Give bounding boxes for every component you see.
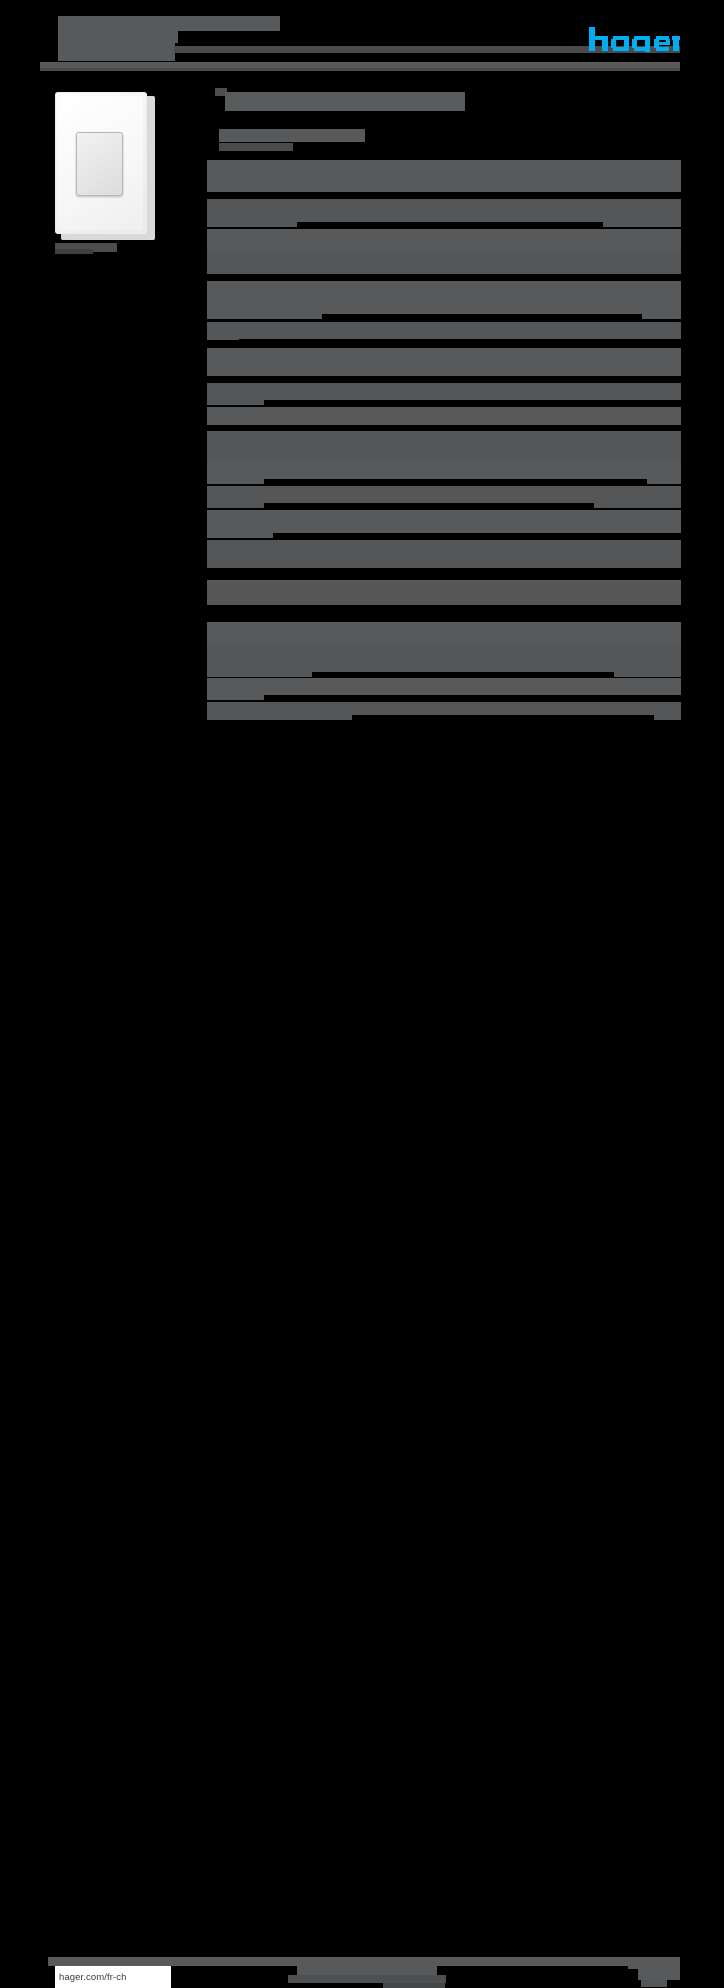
footer-center-line-1 (297, 1966, 437, 1975)
row-text-gap (312, 672, 614, 677)
table-row (207, 540, 681, 572)
row-text-gap (264, 503, 594, 508)
row-text-gap (207, 568, 681, 572)
footer-page-block-3 (641, 1980, 667, 1987)
page-footer: hager.com/fr-ch (0, 975, 724, 1988)
table-row (207, 383, 681, 405)
table-row (207, 250, 681, 278)
row-text-gap (264, 400, 681, 405)
footer-url[interactable]: hager.com/fr-ch (59, 1971, 127, 1983)
row-text-gap (352, 715, 654, 720)
switch-plate (55, 92, 147, 234)
row-text-gap (207, 192, 681, 196)
header-subtitle-rule (174, 46, 680, 53)
table-row (207, 645, 681, 677)
row-text-gap (239, 339, 681, 344)
row-text-gap (207, 425, 681, 429)
table-row (207, 199, 681, 227)
table-row (207, 486, 681, 508)
header-title-line-2 (58, 30, 178, 43)
wall-switch-photo (55, 92, 155, 240)
section-subtitle (219, 129, 365, 142)
table-row (207, 462, 681, 484)
header-divider-shadow (40, 68, 680, 71)
table-row (207, 678, 681, 700)
table-row (207, 407, 681, 429)
page-header (0, 0, 724, 78)
section-title (225, 92, 465, 111)
product-caption-line-2 (55, 249, 93, 254)
row-text-gap (273, 533, 681, 538)
footer-page-block-2 (638, 1969, 680, 1980)
table-row (207, 583, 681, 609)
row-text-gap (264, 479, 647, 484)
row-text-gap (207, 376, 681, 380)
row-text-gap (567, 222, 603, 227)
row-text-gap (385, 314, 641, 319)
header-title-line-1 (58, 16, 280, 31)
row-text-gap (207, 274, 681, 278)
hager-logo (588, 26, 680, 52)
footer-page-block-1 (628, 1959, 680, 1969)
footer-center-line-2 (288, 1975, 446, 1983)
table-row (207, 702, 681, 720)
switch-rocker (76, 132, 123, 196)
table-row (207, 348, 681, 380)
footer-divider (48, 1957, 680, 1966)
header-divider (40, 62, 680, 68)
section-subtitle-secondary (219, 143, 293, 151)
row-text-gap (297, 222, 571, 227)
row-text-gap (207, 605, 681, 609)
product-caption-line-1 (55, 243, 117, 252)
row-text-gap (264, 695, 681, 700)
table-row (207, 322, 681, 344)
footer-center-line-3 (383, 1983, 445, 1988)
table-row (207, 510, 681, 538)
footer-url-box[interactable]: hager.com/fr-ch (55, 1966, 171, 1988)
header-title-line-3 (58, 43, 175, 61)
table-row (207, 160, 681, 196)
table-row (207, 281, 681, 319)
section-title-marker (215, 88, 227, 96)
